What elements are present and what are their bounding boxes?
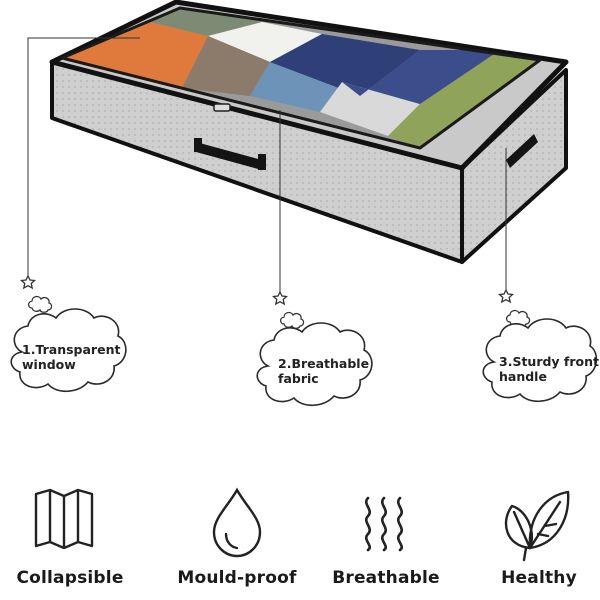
brown-sweater [182,36,270,96]
callout-line-1: 2.Breathable [278,356,370,371]
leaves-icon [504,490,570,562]
callout-line-1: 1.Transparent [22,342,121,357]
callout-line-2: window [22,357,76,372]
feature-label: Healthy [501,568,577,588]
blue-shirt [270,34,420,96]
orange-shirt [62,22,208,88]
storage-bag [49,0,569,264]
folded-map-icon [34,488,94,550]
white-shirt [208,22,322,62]
small-cloud-icon [27,295,53,313]
callout-cloud [256,322,373,407]
star-icon [19,274,37,290]
callout-breathable-fabric: 2.Breathable fabric [278,356,369,386]
feature-healthy: Healthy [469,568,600,588]
small-clouds [27,295,531,329]
callout-cloud [10,308,127,393]
callout-line-2: fabric [278,371,319,386]
callout-cloud [482,318,598,403]
window-border [60,6,542,150]
feature-label: Collapsible [16,568,124,588]
callout-sturdy-handle: 3.Sturdy front handle [499,354,599,384]
bag-side-panel [460,68,568,264]
small-cloud-icon [279,311,305,329]
side-handle [506,134,538,168]
feature-label: Mould-proof [177,568,297,588]
denim-jeans [250,62,342,112]
grey-green-shirt [150,8,262,36]
feature-mould-proof: Mould-proof [167,568,307,588]
callout-line-2: handle [499,369,547,384]
feature-collapsible: Collapsible [0,568,140,588]
light-grey-shirt [320,82,420,136]
green-shirt [388,50,540,148]
star-icon [271,290,289,306]
feature-breathable: Breathable [316,568,456,588]
zipper-pull [213,103,231,112]
big-clouds [10,308,598,407]
callout-leader-lines [27,37,507,292]
front-handle [196,142,262,170]
star-icon [497,288,515,304]
feature-label: Breathable [332,568,440,588]
callout-line-1: 3.Sturdy front [499,354,599,369]
water-drop-icon [212,487,262,558]
navy-shirt [342,50,500,104]
callout-transparent-window: 1.Transparent window [22,342,120,372]
air-waves-icon [365,496,403,552]
star-markers [19,274,515,306]
